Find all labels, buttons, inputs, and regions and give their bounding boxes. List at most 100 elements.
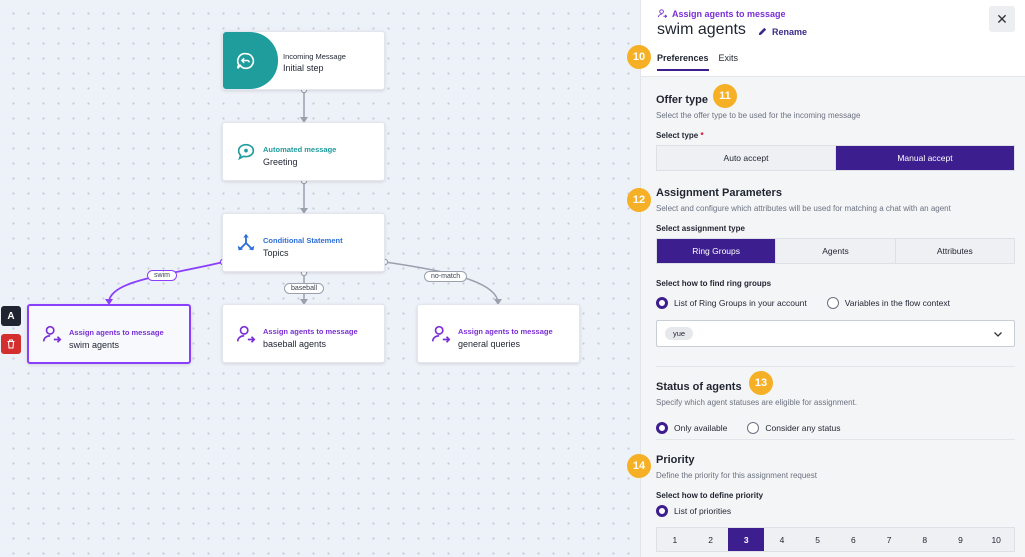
node-kind: Automated message — [263, 145, 337, 154]
status-radios: Only available Consider any status — [656, 422, 841, 434]
priority-option[interactable]: 5 — [815, 534, 821, 545]
priority-option[interactable]: 4 — [779, 534, 785, 545]
priority-option[interactable]: 10 — [991, 534, 1001, 545]
radio-dot — [747, 422, 760, 434]
select-type-text: Select type — [656, 131, 699, 140]
panel-tabs: Preferences Exits — [657, 53, 738, 71]
priority-title: Priority — [656, 454, 695, 466]
manual-accept-option[interactable]: Manual accept — [836, 146, 1014, 170]
node-name: Greeting — [263, 157, 298, 167]
close-icon: ✕ — [996, 10, 1008, 27]
node-name: Initial step — [283, 63, 324, 73]
node-automated-message[interactable]: Automated message Greeting — [222, 122, 385, 181]
radio-dot-selected — [656, 422, 668, 434]
node-name: Topics — [263, 248, 289, 258]
panel-body: Offer type 11 Select the offer type to b… — [627, 77, 1025, 557]
find-ring-groups-radios: List of Ring Groups in your account Vari… — [656, 297, 950, 309]
priority-label: Select how to define priority — [656, 491, 764, 500]
rename-button[interactable]: Rename — [757, 26, 807, 37]
radio-any-status[interactable]: Consider any status — [747, 422, 841, 434]
text-tool-button[interactable]: A — [1, 306, 21, 326]
status-title: Status of agents — [656, 381, 742, 393]
tab-preferences[interactable]: Preferences — [657, 53, 709, 71]
priority-selector: 1 2 3 4 5 6 7 8 9 10 — [656, 527, 1015, 552]
callout-badge-13: 13 — [749, 371, 773, 395]
priority-option[interactable]: 2 — [708, 534, 713, 545]
priority-option[interactable]: 9 — [958, 534, 963, 545]
assign-agent-icon — [657, 9, 668, 18]
panel-title: swim agents — [657, 21, 746, 38]
callout-badge-12: 12 — [627, 188, 651, 212]
edge-label-swim[interactable]: swim — [147, 270, 177, 281]
radio-label: Only available — [674, 423, 728, 433]
properties-panel: Assign agents to message swim agents Ren… — [627, 0, 1025, 557]
attributes-option[interactable]: Attributes — [936, 246, 973, 256]
radio-label: List of Ring Groups in your account — [674, 298, 807, 308]
priority-option[interactable]: 8 — [922, 534, 928, 545]
text-tool-icon: A — [7, 310, 15, 322]
assign-agent-icon — [431, 325, 451, 343]
close-button[interactable]: ✕ — [989, 6, 1015, 32]
priority-option-selected[interactable]: 3 — [728, 528, 765, 551]
radio-list-of-ring-groups[interactable]: List of Ring Groups in your account — [656, 297, 807, 309]
node-kind: Assign agents to message — [263, 327, 358, 336]
node-kind: Conditional Statement — [263, 236, 343, 245]
ring-groups-option[interactable]: Ring Groups — [657, 239, 777, 263]
radio-variables-in-flow[interactable]: Variables in the flow context — [826, 297, 950, 309]
branch-icon — [237, 233, 255, 250]
chat-bubble-icon — [237, 143, 255, 160]
agents-option[interactable]: Agents — [776, 239, 896, 263]
node-assign-general[interactable]: Assign agents to message general queries — [417, 304, 580, 363]
assign-agent-icon — [236, 325, 256, 343]
node-conditional-statement[interactable]: Conditional Statement Topics — [222, 213, 385, 272]
priority-option[interactable]: 7 — [886, 534, 892, 545]
flow-canvas[interactable]: Incoming Message Initial step Automated … — [0, 0, 640, 557]
radio-label: Consider any status — [765, 423, 841, 433]
node-assign-swim[interactable]: Assign agents to message swim agents — [27, 304, 191, 364]
offer-type-desc: Select the offer type to be used for the… — [656, 111, 861, 120]
auto-accept-option[interactable]: Auto accept — [657, 146, 836, 170]
node-name: general queries — [458, 339, 521, 349]
panel-header: Assign agents to message swim agents Ren… — [641, 0, 1025, 78]
select-type-label: Select type * — [656, 131, 704, 140]
required-marker: * — [700, 131, 704, 140]
edge-label-no-match[interactable]: no-match — [424, 271, 468, 282]
delete-node-button[interactable] — [1, 334, 21, 354]
priority-desc: Define the priority for this assignment … — [656, 471, 817, 480]
chevron-down-icon — [994, 332, 1002, 337]
offer-type-title: Offer type — [656, 94, 708, 106]
radio-list-of-priorities[interactable]: List of priorities — [656, 505, 731, 517]
ring-groups-select[interactable]: yue — [656, 320, 1015, 347]
trash-icon — [7, 339, 15, 349]
radio-only-available[interactable]: Only available — [656, 422, 727, 434]
edge-label-baseball[interactable]: baseball — [284, 283, 325, 294]
priority-option[interactable]: 6 — [851, 534, 856, 545]
node-assign-baseball[interactable]: Assign agents to message baseball agents — [222, 304, 385, 363]
panel-eyebrow: Assign agents to message — [657, 8, 786, 19]
find-ring-groups-label: Select how to find ring groups — [656, 279, 772, 288]
radio-label: List of priorities — [674, 506, 732, 516]
ring-group-chip[interactable]: yue — [665, 327, 694, 340]
priority-option[interactable]: 1 — [672, 534, 678, 545]
node-incoming-message[interactable]: Incoming Message Initial step — [222, 31, 385, 90]
callout-badge-11: 11 — [713, 84, 737, 108]
radio-dot-selected — [656, 505, 668, 517]
priority-radios: List of priorities — [656, 505, 731, 517]
node-kind: Incoming Message — [283, 52, 346, 61]
tab-exits[interactable]: Exits — [718, 53, 739, 63]
callout-badge-10: 10 — [627, 45, 651, 69]
assignment-params-desc: Select and configure which attributes wi… — [656, 204, 951, 213]
node-name: baseball agents — [263, 339, 327, 349]
assign-agent-icon — [42, 325, 62, 343]
pencil-icon — [758, 27, 767, 36]
assignment-type-toggle: Ring Groups Agents Attributes — [656, 238, 1015, 264]
radio-dot — [826, 297, 839, 309]
chat-return-icon — [236, 52, 255, 70]
radio-dot-selected — [656, 297, 668, 309]
assignment-params-title: Assignment Parameters — [656, 187, 782, 199]
node-kind: Assign agents to message — [69, 328, 164, 337]
rename-label: Rename — [772, 26, 808, 37]
tabs-divider — [641, 76, 1025, 77]
section-divider — [656, 366, 1015, 367]
panel-eyebrow-text: Assign agents to message — [672, 8, 786, 19]
